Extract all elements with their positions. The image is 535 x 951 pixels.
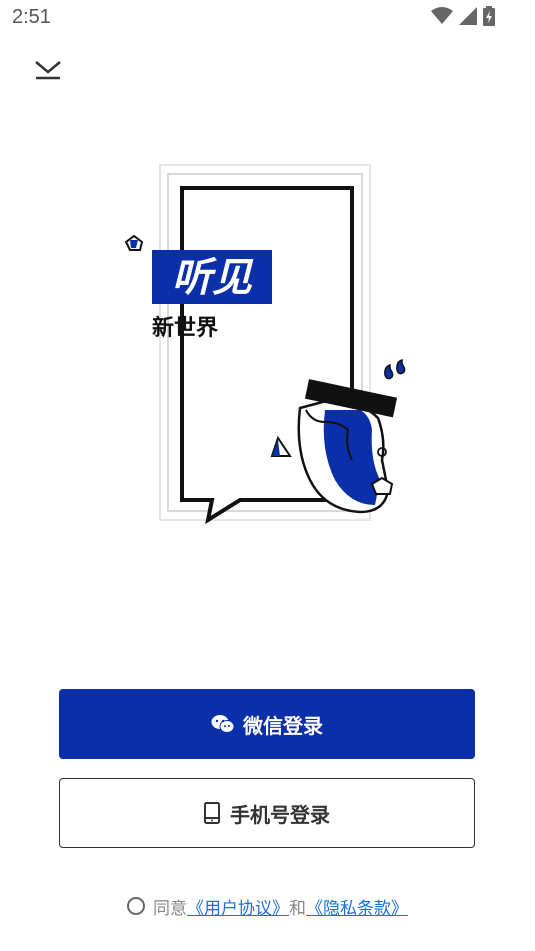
status-icons <box>431 6 495 26</box>
wechat-icon <box>211 715 235 733</box>
speech-bubble-illustration: 听见 新世界 <box>124 164 406 525</box>
agree-prefix: 同意 <box>153 898 187 919</box>
privacy-policy-link[interactable]: 《隐私条款》 <box>306 898 408 919</box>
agreement-row: 同意 《用户协议》 和 《隐私条款》 <box>0 894 535 919</box>
quote-mark <box>384 358 406 380</box>
wechat-login-button[interactable]: 微信登录 <box>59 689 475 759</box>
signal-icon <box>459 7 477 25</box>
illustration-title: 听见 <box>172 255 254 301</box>
battery-icon <box>483 6 495 26</box>
status-bar: 2:51 <box>0 0 535 36</box>
agree-radio[interactable] <box>127 897 145 915</box>
wechat-login-label: 微信登录 <box>243 713 323 738</box>
chevron-down-icon <box>35 61 61 80</box>
phone-login-button[interactable]: 手机号登录 <box>59 778 475 848</box>
agree-and: 和 <box>289 898 306 919</box>
illustration-subtitle: 新世界 <box>152 315 218 341</box>
wifi-icon <box>431 7 453 24</box>
user-agreement-link[interactable]: 《用户协议》 <box>187 898 289 919</box>
cube-right <box>370 476 394 495</box>
status-time: 2:51 <box>12 6 51 28</box>
hero-illustration: 听见 新世界 <box>120 160 420 530</box>
phone-icon <box>204 802 220 824</box>
collapse-button[interactable] <box>32 54 64 86</box>
phone-login-label: 手机号登录 <box>230 802 330 827</box>
